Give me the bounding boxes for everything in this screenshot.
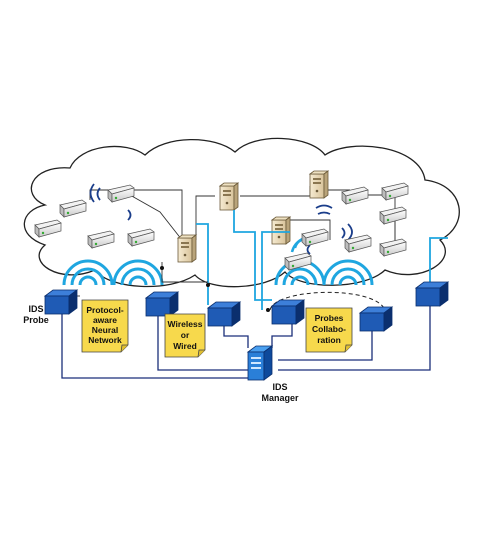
ids-manager-server-icon — [246, 345, 274, 381]
note-neural-network: Protocol- aware Neural Network — [81, 299, 129, 353]
junction-dot — [160, 266, 164, 270]
ids-manager-label-line-2: Manager — [261, 393, 299, 403]
note-neural-line-4: Network — [88, 335, 122, 345]
note-collab-line-3: ration — [317, 335, 341, 345]
ids-probe-icon — [207, 301, 241, 327]
note-collab-line-1: Probes — [315, 313, 344, 323]
ids-probe-label-line-2: Probe — [23, 315, 49, 325]
note-wireless-line-1: Wireless — [168, 319, 203, 329]
probe-links — [196, 210, 448, 310]
junction-dot — [206, 283, 210, 287]
server-tower-icon — [219, 182, 239, 211]
server-tower-icon — [309, 170, 329, 199]
note-neural-line-3: Neural — [92, 325, 118, 335]
ids-manager-label-line-1: IDS — [272, 382, 287, 392]
ids-probe-label-line-1: IDS — [28, 304, 43, 314]
ids-probe-icon — [271, 299, 305, 325]
ids-probe-icon — [44, 289, 78, 315]
server-tower-icon — [177, 234, 197, 263]
junction-dot — [266, 308, 270, 312]
note-probes-collaboration: Probes Collabo- ration — [305, 307, 353, 353]
note-wireless-line-2: or — [181, 330, 190, 340]
radio-marks — [89, 183, 353, 255]
note-neural-line-2: aware — [93, 315, 117, 325]
note-wireless-wired: Wireless or Wired — [164, 313, 206, 358]
note-collab-line-2: Collabo- — [312, 324, 346, 334]
manager-links — [61, 302, 431, 379]
server-tower-icon — [271, 216, 291, 245]
ids-probe-icon — [145, 291, 179, 317]
note-wireless-line-3: Wired — [173, 341, 197, 351]
note-neural-line-1: Protocol- — [86, 305, 123, 315]
ids-probe-icon — [359, 306, 393, 332]
ids-probe-icon — [415, 281, 449, 307]
